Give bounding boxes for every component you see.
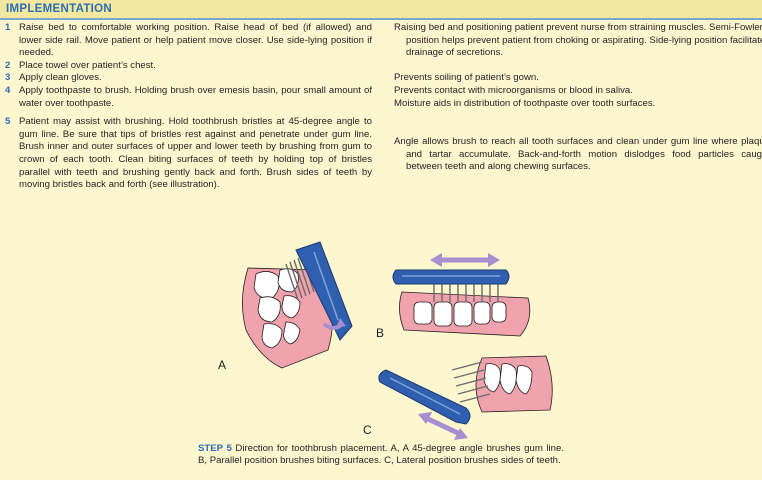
- step-text: Apply clean gloves.: [19, 72, 102, 84]
- step-text: Apply toothpaste to brush. Holding brush…: [19, 84, 372, 109]
- caption-text: Direction for toothbrush placement. A, A…: [198, 443, 564, 466]
- step-text: Place towel over patient’s chest.: [19, 59, 156, 71]
- rationale-1: Raising bed and positioning patient prev…: [394, 22, 762, 59]
- section-title: IMPLEMENTATION: [6, 3, 112, 15]
- toothbrush-illustration: A B C: [190, 240, 590, 440]
- step-number: 2: [5, 59, 11, 71]
- rationale-3: Prevents contact with microorganisms or …: [394, 85, 633, 96]
- step-5: 5 Patient may assist with brushing. Hold …: [0, 116, 372, 192]
- steps-column: 1 Raise bed to comfortable working positi…: [0, 22, 372, 192]
- figure-label-a: A: [218, 358, 227, 372]
- figure-caption: STEP 5 Direction for toothbrush placemen…: [198, 443, 564, 467]
- step-text: Raise bed to comfortable working positio…: [19, 22, 372, 59]
- section-header: IMPLEMENTATION: [0, 0, 762, 20]
- rationale-5: Angle allows brush to reach all tooth su…: [394, 136, 762, 173]
- toothbrush-figure-svg: [242, 241, 553, 440]
- rationale-2: Prevents soiling of patient’s gown.: [394, 72, 539, 83]
- step-number: 4: [5, 84, 11, 96]
- figure-label-c: C: [363, 423, 372, 437]
- step-number: 3: [5, 72, 11, 84]
- panel-b: [392, 253, 531, 337]
- step-4: 4 Apply toothpaste to brush. Holding brus…: [0, 85, 372, 110]
- figure-label-b: B: [376, 326, 385, 340]
- panel-c: [378, 355, 553, 440]
- step-number: 1: [5, 22, 11, 33]
- caption-step: STEP 5: [198, 443, 232, 454]
- step-text: Patient may assist with brushing. Hold t…: [19, 116, 372, 191]
- step-3: 3 Apply clean gloves.: [0, 72, 372, 85]
- step-1: 1 Raise bed to comfortable working positi…: [0, 22, 372, 60]
- step-number: 5: [5, 116, 11, 128]
- step-2: 2 Place towel over patient’s chest.: [0, 60, 372, 73]
- panel-a: [242, 241, 353, 369]
- rationale-4: Moisture aids in distribution of toothpa…: [394, 98, 656, 109]
